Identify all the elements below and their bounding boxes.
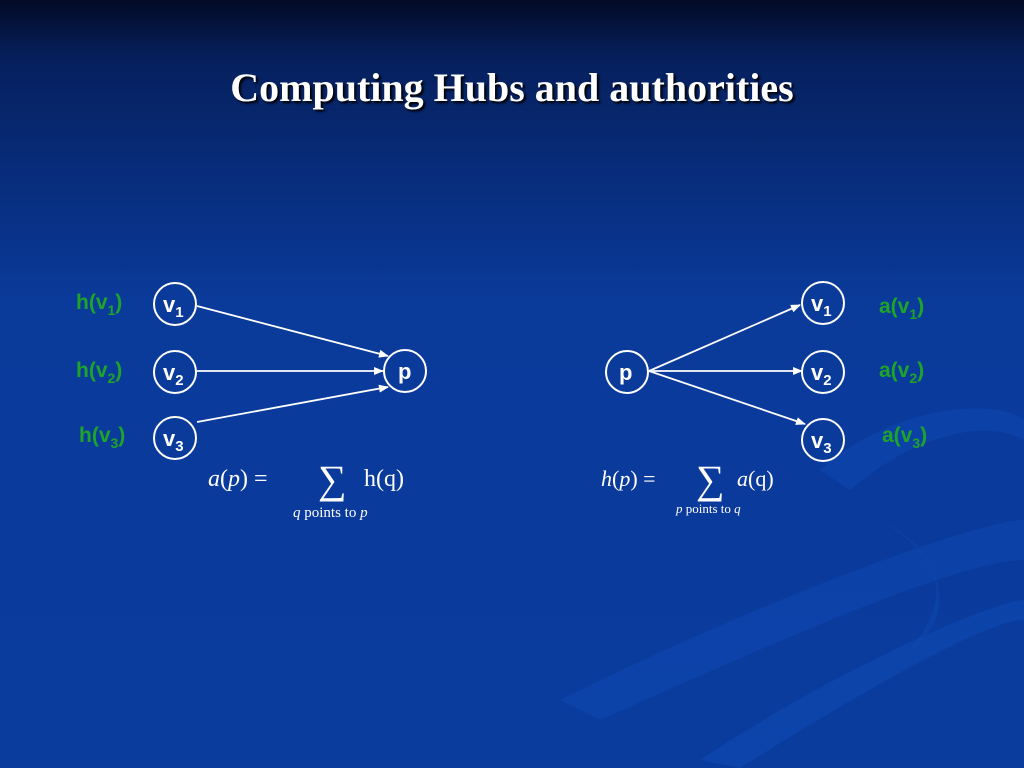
edge-v1-to-p <box>196 305 389 358</box>
right-node-v2: v2 <box>801 350 845 394</box>
svg-text:p: p <box>398 359 411 384</box>
left-label-h-v1: h(v1) <box>76 291 122 318</box>
svg-text:p: p <box>619 360 632 385</box>
hub-formula: h(p) = ∑ a(q) p points to q <box>601 457 791 522</box>
left-edges <box>196 305 389 423</box>
authority-formula: a(p) = ∑ h(q) q points to p <box>208 457 418 528</box>
left-node-v1: v1 <box>153 282 197 326</box>
svg-text:v1: v1 <box>811 291 832 320</box>
page-title: Computing Hubs and authorities <box>230 65 794 110</box>
right-node-v1: v1 <box>801 281 845 325</box>
left-node-v2: v2 <box>153 350 197 394</box>
right-node-p: p <box>605 350 649 394</box>
hub-formula-lhs: h(p) = <box>601 466 656 491</box>
right-label-a-v2: a(v2) <box>879 359 924 386</box>
hub-sum-subscript: p points to q <box>676 501 741 516</box>
right-label-a-v3: a(v3) <box>882 424 927 451</box>
right-edges <box>648 304 806 425</box>
authority-formula-lhs: a(p) = <box>208 466 268 492</box>
right-node-v3: v3 <box>801 418 845 462</box>
hub-formula-rhs: a(q) <box>737 466 774 491</box>
svg-text:v3: v3 <box>811 428 832 457</box>
authority-sum-symbol: ∑ <box>318 457 347 502</box>
edge-p-to-v3 <box>648 370 806 425</box>
left-node-p: p <box>383 349 427 393</box>
left-node-v3: v3 <box>153 416 197 460</box>
authority-formula-rhs: h(q) <box>364 466 404 492</box>
svg-text:v2: v2 <box>811 360 832 389</box>
left-label-h-v3: h(v3) <box>79 424 125 451</box>
svg-text:v3: v3 <box>163 426 184 455</box>
authority-sum-subscript: q points to p <box>293 505 368 521</box>
edge-v3-to-p <box>196 384 389 423</box>
left-label-h-v2: h(v2) <box>76 359 122 386</box>
svg-text:v2: v2 <box>163 360 184 389</box>
svg-text:v1: v1 <box>163 292 184 321</box>
hub-sum-symbol: ∑ <box>696 457 725 502</box>
edge-p-to-v1 <box>648 304 801 372</box>
right-label-a-v1: a(v1) <box>879 295 924 322</box>
